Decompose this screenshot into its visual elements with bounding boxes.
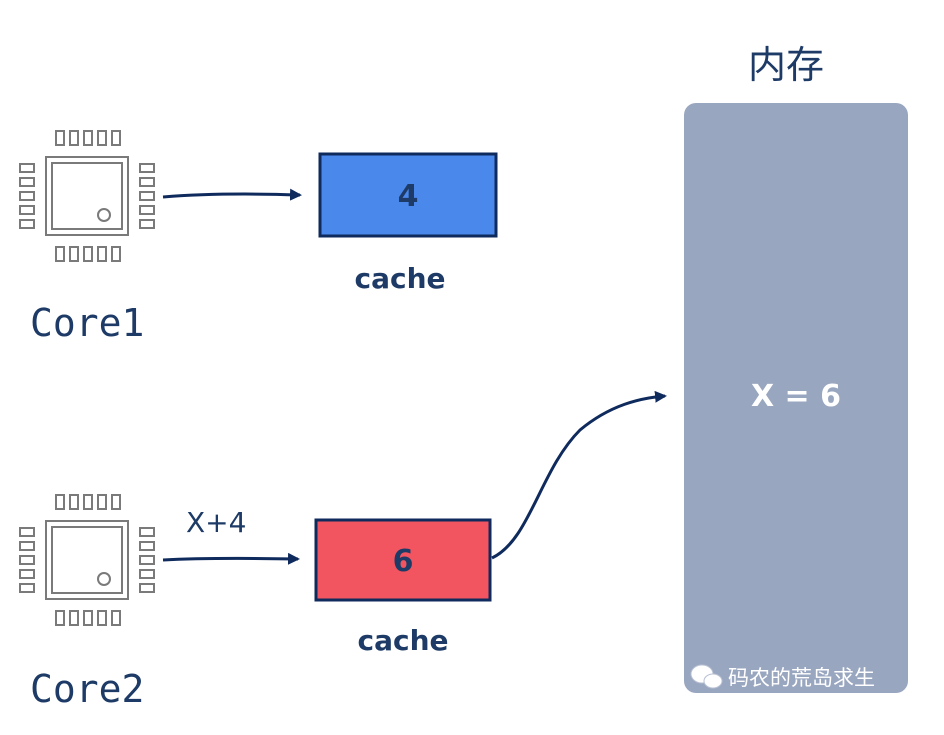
core1-to-cache-arrow bbox=[162, 188, 302, 201]
core1-label: Core1 bbox=[30, 301, 144, 345]
core2-cache-box bbox=[314, 518, 492, 602]
core2-cache-value: 6 bbox=[393, 544, 414, 579]
core1-chip-icon bbox=[19, 130, 155, 262]
core1-cache-box bbox=[318, 152, 498, 238]
core2-label: Core2 bbox=[30, 667, 144, 711]
memory-title: 内存 bbox=[748, 43, 824, 87]
core2-arrow-label: X+4 bbox=[186, 506, 246, 539]
core1-cache-label: cache bbox=[354, 262, 445, 295]
core2-cache-label: cache bbox=[357, 624, 448, 657]
core1-cache-value: 4 bbox=[398, 179, 419, 214]
memory-value: X = 6 bbox=[751, 379, 841, 414]
core2-to-cache-arrow bbox=[162, 552, 300, 565]
core2-chip-icon bbox=[19, 494, 155, 626]
cache-to-memory-arrow bbox=[491, 390, 667, 560]
memory-box bbox=[684, 103, 908, 693]
wechat-icon bbox=[690, 664, 723, 689]
watermark-text: 码农的荒岛求生 bbox=[728, 666, 875, 690]
